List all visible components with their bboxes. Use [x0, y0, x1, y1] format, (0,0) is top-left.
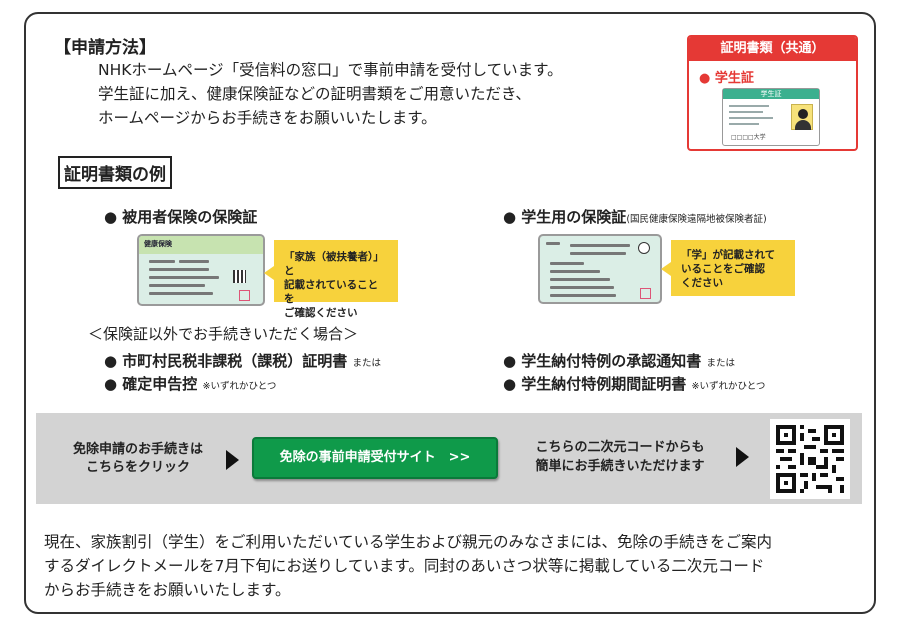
card-line [570, 244, 630, 247]
student-photo-icon [791, 104, 813, 130]
callout-arrow [264, 266, 274, 280]
card-line [149, 284, 205, 287]
card-line [149, 292, 213, 295]
footer-line: からお手続きをお願いいたします。 [44, 581, 291, 599]
qr-instruction-line: こちらの二次元コードからも [535, 440, 705, 455]
action-instruction: 免除申請のお手続きは こちらをクリック [58, 441, 218, 477]
other-document-note: ※いずれかひとつ [202, 381, 277, 392]
employee-insurance-card-illustration: 健康保険 [137, 234, 265, 306]
other-document-label: ● 学生納付特例の承認通知書 [503, 352, 702, 370]
card-line [546, 242, 560, 245]
card-line [550, 270, 600, 273]
callout-line: 「学」が記載されて [681, 249, 776, 261]
student-mark-icon [638, 242, 650, 254]
card-line [729, 111, 763, 113]
qr-code-graphic [776, 425, 844, 493]
student-id-card-illustration: 学生証 □□□□大学 [722, 88, 820, 146]
callout-arrow [661, 262, 671, 276]
qr-instruction: こちらの二次元コードからも 簡単にお手続きいただけます [517, 438, 723, 476]
other-document-label: ● 市町村民税非課税（課税）証明書 [104, 352, 348, 370]
other-document-label: ● 学生納付特例期間証明書 [503, 375, 687, 393]
card-line [729, 105, 769, 107]
other-document-label: ● 確定申告控 [104, 375, 198, 393]
common-documents-header: 証明書類（共通） [689, 37, 856, 61]
method-line: ホームページからお手続きをお願いいたします。 [98, 109, 437, 127]
card-line [179, 260, 209, 263]
student-insurance-callout: 「学」が記載されて いることをご確認 ください [661, 240, 795, 296]
stamp-icon [239, 290, 250, 301]
arrow-right-icon [226, 450, 239, 470]
callout-line: ご確認ください [284, 307, 358, 319]
student-id-card-title: 学生証 [723, 89, 819, 99]
card-line [149, 276, 219, 279]
action-instruction-line: 免除申請のお手続きは [72, 442, 203, 457]
other-documents-title: ＜保険証以外でお手続きいただく場合＞ [88, 325, 359, 343]
student-insurance-card-illustration [538, 234, 662, 304]
student-insurance-heading-text: ● 学生用の保険証 [503, 208, 627, 226]
arrow-right-icon [736, 447, 749, 467]
exemption-application-site-button[interactable]: 免除の事前申請受付サイト >> [252, 437, 498, 479]
card-line [729, 123, 759, 125]
qr-instruction-line: 簡単にお手続きいただけます [535, 459, 705, 474]
student-insurance-heading: ● 学生用の保険証(国民健康保険遠隔地被保険者証) [503, 206, 767, 227]
callout-line: いることをご確認 [681, 263, 765, 275]
other-document-item: ● 確定申告控 ※いずれかひとつ [104, 373, 276, 394]
employee-insurance-callout: 「家族（被扶養者）」と 記載されていることを ご確認ください [264, 240, 398, 319]
card-line [149, 260, 175, 263]
method-title: 【申請方法】 [54, 38, 156, 58]
card-line [550, 262, 584, 265]
action-instruction-line: こちらをクリック [85, 460, 190, 475]
other-document-note: または [352, 358, 382, 369]
method-line: NHKホームページ「受信料の窓口」で事前申請を受付しています。 [98, 61, 563, 79]
callout-line: ください [681, 277, 723, 289]
callout-line: 記載されていることを [284, 279, 379, 305]
card-line [149, 268, 209, 271]
method-line: 学生証に加え、健康保険証などの証明書類をご用意いただき、 [98, 85, 531, 103]
other-document-note: ※いずれかひとつ [691, 381, 766, 392]
other-document-note: または [706, 358, 736, 369]
card-line [550, 286, 614, 289]
method-description: NHKホームページ「受信料の窓口」で事前申請を受付しています。 学生証に加え、健… [98, 58, 563, 130]
mini-code-icon [233, 270, 246, 283]
card-header [139, 236, 263, 254]
footer-line: するダイレクトメールを7月下旬にお送りしています。同封のあいさつ状等に掲載してい… [44, 557, 765, 575]
other-document-item: ● 市町村民税非課税（課税）証明書 または [104, 350, 381, 371]
other-document-item: ● 学生納付特例期間証明書 ※いずれかひとつ [503, 373, 765, 394]
card-line [729, 117, 773, 119]
student-id-university: □□□□大学 [731, 134, 766, 141]
student-insurance-heading-note: (国民健康保険遠隔地被保険者証) [626, 214, 767, 225]
qr-code-icon[interactable] [770, 419, 850, 499]
other-document-item: ● 学生納付特例の承認通知書 または [503, 350, 735, 371]
footer-notice: 現在、家族割引（学生）をご利用いただいている学生および親元のみなさまには、免除の… [44, 530, 864, 602]
examples-title: 証明書類の例 [58, 156, 172, 189]
stamp-icon [640, 288, 651, 299]
employee-insurance-card-title: 健康保険 [144, 240, 172, 248]
card-line [550, 278, 610, 281]
callout-line: 「家族（被扶養者）」と [284, 251, 384, 277]
employee-insurance-heading: ● 被用者保険の保険証 [104, 208, 258, 226]
footer-line: 現在、家族割引（学生）をご利用いただいている学生および親元のみなさまには、免除の… [44, 533, 773, 551]
student-id-label: ● 学生証 [699, 71, 754, 86]
card-line [570, 252, 626, 255]
common-documents-panel: 証明書類（共通） ● 学生証 学生証 □□□□大学 [687, 35, 858, 151]
card-line [550, 294, 616, 297]
